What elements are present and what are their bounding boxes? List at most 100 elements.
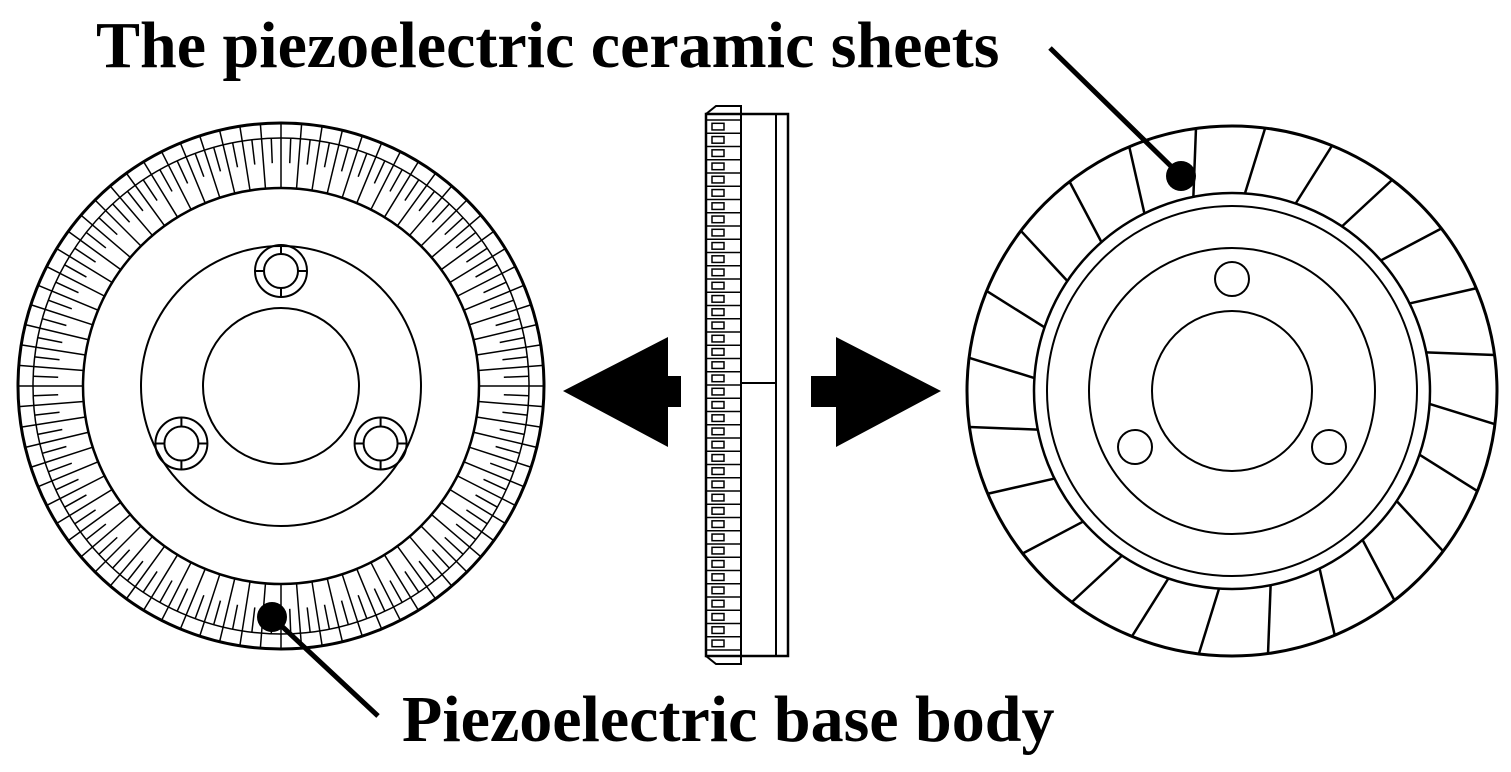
base-tooth-slot [112,549,131,569]
base-tooth-slot [389,169,403,192]
arrow-right-icon [811,337,941,447]
side-tooth-notch [711,414,725,423]
base-tooth-slot [159,580,173,603]
base-tooth-slot [212,147,222,172]
base-tooth-line [179,568,206,630]
ceramic-sheet-divider [969,425,1038,431]
callout-ceramic-dot [1166,161,1196,191]
side-tooth-notch [711,228,725,237]
base-tooth-slot [340,600,350,625]
base-tooth-line [449,247,506,284]
side-tooth-notch [711,586,725,595]
ceramic-sheet-divider [1243,127,1267,194]
base-tooth-line [469,446,532,468]
base-tooth-line [46,475,105,507]
base-tooth-slot [74,247,96,263]
base-tooth-slot [85,523,107,541]
ceramic-sheet-divider [1022,520,1084,555]
base-tooth-line [56,247,113,284]
base-tooth-slot [489,299,514,310]
base-tooth-slot [503,394,529,397]
ceramic-sheet-divider [1294,144,1334,205]
base-tooth-line [239,581,251,646]
base-tooth-line [478,364,544,372]
ceramic-sheets-view [965,124,1499,658]
base-tooth-slot [270,138,273,164]
side-tooth-notch [711,162,725,171]
base-tooth-line [30,304,93,326]
base-bolt-hole-inner [362,425,399,462]
base-tooth-slot [466,247,488,263]
base-tooth-slot [323,142,331,168]
side-tooth-notch [711,533,725,542]
base-tooth-slot [126,560,144,582]
base-tooth-line [80,514,131,558]
side-tooth-notch [711,215,725,224]
ceramic-sheet-divider [1019,229,1069,282]
side-tooth-notch [711,467,725,476]
ceramic-sheet-divider [1266,585,1272,654]
base-tooth-slot [431,203,450,223]
base-tooth-slot [389,580,403,603]
base-tooth-slot [483,281,507,294]
base-tooth-line [125,545,166,600]
side-tooth-notch [711,308,725,317]
base-tooth-slot [98,536,118,555]
base-tooth-line [463,461,525,488]
base-tooth-line [356,142,383,204]
side-tooth-notch [711,493,725,502]
base-tooth-line [476,344,541,356]
base-tooth-line [218,578,236,642]
side-tooth-notch [711,149,725,158]
ceramic-ring-inner [1046,205,1418,577]
base-tooth-slot [42,445,67,455]
ceramic-sheet-divider [1341,178,1394,228]
base-tooth-line [409,536,453,587]
ceramic-sheet-divider [1068,181,1103,243]
side-profile-bottom-cap [705,655,742,665]
base-tooth-line [473,323,537,341]
base-bolt-hole-inner [163,425,200,462]
base-tooth-slot [251,607,256,633]
side-tooth-notch [711,546,725,555]
base-tooth-line [457,475,516,507]
callout-ceramic-leader [1048,46,1183,178]
ceramic-sheet-divider [1426,351,1495,357]
side-tooth-notch [711,241,725,250]
ceramic-sheet-divider [1409,287,1477,305]
ceramic-sheet-divider [1429,402,1496,426]
side-tooth-notch [711,387,725,396]
base-tooth-slot [37,336,63,344]
arrow-left-icon [563,337,681,447]
callout-base-dot [257,602,287,632]
base-tooth-slot [42,317,67,327]
side-tooth-notch [711,427,725,436]
base-tooth-line [476,416,541,428]
ceramic-outer-rim [965,124,1499,658]
base-tooth-slot [33,394,59,397]
side-tooth-notch [711,347,725,356]
base-tooth-line [440,230,495,271]
base-tooth-line [420,525,468,573]
base-tooth-line [109,536,153,587]
ceramic-sheet-divider [1128,146,1146,214]
side-tooth-notch [711,175,725,184]
base-tooth-slot [455,231,477,249]
side-tooth-notch [711,294,725,303]
base-tooth-slot [502,411,528,416]
base-tooth-slot [357,594,368,619]
side-profile-view [704,105,790,665]
base-tooth-slot [475,494,498,508]
base-tooth-line [383,161,420,218]
base-body-teeth [18,123,544,649]
ceramic-bolt-holes [1117,261,1347,465]
base-tooth-slot [194,153,205,178]
base-tooth-slot [323,604,331,630]
base-tooth-slot [418,190,436,212]
base-tooth-slot [251,139,256,165]
base-tooth-line [18,400,84,408]
base-tooth-slot [373,160,386,184]
base-tooth-line [295,123,303,189]
base-tooth-line [463,284,525,311]
side-tooth-notch [711,400,725,409]
